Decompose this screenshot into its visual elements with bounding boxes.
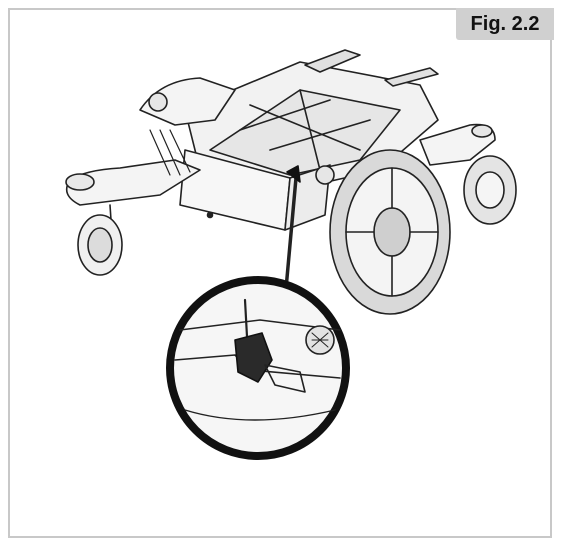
magnified-detail-callout [166, 276, 350, 460]
wheelchair-base-illustration [65, 49, 517, 460]
figure-label: Fig. 2.2 [456, 8, 554, 40]
front-left-caster-arm [65, 159, 201, 276]
drive-wheel [329, 149, 451, 315]
rear-left-suspension [139, 77, 236, 176]
callout-arrow [283, 165, 301, 302]
front-right-caster-arm [419, 123, 517, 225]
rear-right-light [315, 165, 335, 185]
